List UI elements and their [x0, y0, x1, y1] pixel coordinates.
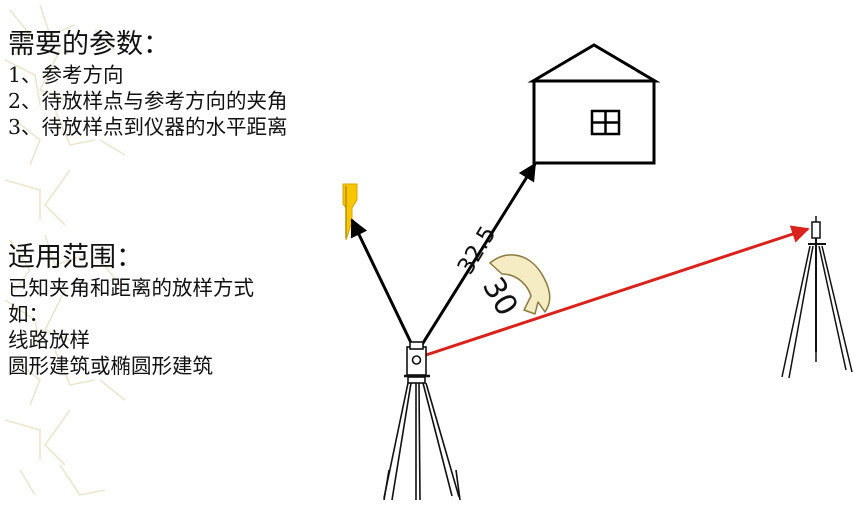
- applicable-scope: 适用范围： 已知夹角和距离的放样方式 如： 线路放样 圆形建筑或椭圆形建筑: [8, 241, 254, 379]
- scope-heading: 适用范围：: [8, 242, 143, 273]
- scope-line-4: 圆形建筑或椭圆形建筑: [8, 354, 213, 378]
- background-texture: [4, 4, 126, 496]
- total-station-icon: [383, 341, 461, 501]
- window-icon: [590, 109, 621, 136]
- reference-direction-line: [350, 218, 416, 350]
- parameters-heading: 需要的参数：: [8, 29, 170, 60]
- rotation-arrow-icon: [489, 254, 551, 315]
- setout-line: [425, 225, 810, 357]
- parameter-item-3: 3、待放样点到仪器的水平距离: [8, 115, 288, 139]
- scope-line-2: 如：: [8, 302, 49, 326]
- parameter-item-2: 2、待放样点与参考方向的夹角: [8, 89, 288, 113]
- parameter-item-1: 1、参考方向: [8, 63, 124, 87]
- house-icon: [527, 43, 661, 165]
- prism-pole-icon: [781, 216, 853, 379]
- scope-line-3: 线路放样: [8, 328, 90, 352]
- flag-icon: [342, 183, 358, 241]
- scope-line-1: 已知夹角和距离的放样方式: [8, 276, 254, 300]
- angle-label: 30: [475, 272, 524, 323]
- distance-line: [416, 162, 537, 352]
- required-parameters: 需要的参数： 1、参考方向 2、待放样点与参考方向的夹角 3、待放样点到仪器的水…: [8, 28, 288, 140]
